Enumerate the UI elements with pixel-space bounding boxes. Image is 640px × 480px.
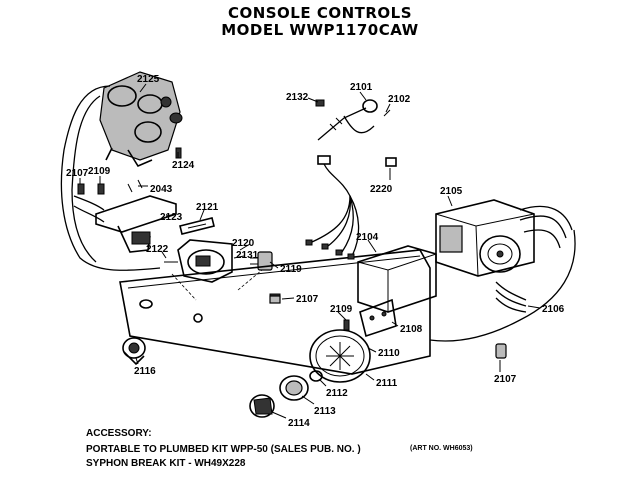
leader-lines [79,83,541,419]
knob-2114 [249,394,275,418]
part-label-2104: 2104 [356,232,379,243]
model-number: MODEL WWP1170CAW [221,21,419,39]
wire-harness-2101 [317,107,367,141]
part-label-2109: 2109 [88,166,111,177]
spade-terminal [77,183,85,195]
skirt-2112 [309,370,323,382]
kit-portable-to-plumbed: PORTABLE TO PLUMBED KIT WPP-50 (SALES PU… [86,444,361,455]
wire-harness-2220 [305,155,397,260]
part-label-2122: 2122 [146,244,169,255]
part-label-2106: 2106 [542,304,565,315]
part-label-2131: 2131 [236,250,259,261]
accessory-heading: ACCESSORY: [86,428,152,439]
part-label-2132: 2132 [286,92,309,103]
dial-opening [309,329,371,383]
part-label-2107-right: 2107 [494,374,517,385]
panel-slot [139,299,153,309]
part-label-2119: 2119 [280,264,302,275]
diagram-title: CONSOLE CONTROLS [227,4,413,22]
screw [343,319,350,331]
part-label-2107-mid: 2107 [296,294,319,305]
timer-cover [357,245,437,313]
part-label-2110: 2110 [378,348,400,359]
part-label-2107: 2107 [66,168,89,179]
part-label-2109-mid: 2109 [330,304,353,315]
connector-2107 [269,295,281,304]
part-label-2043: 2043 [150,184,173,195]
terminal-2132 [315,99,325,107]
timer-bracket [359,298,397,338]
part-label-2111: 2111 [376,378,398,389]
art-number: (ART NO. WH6053) [410,445,473,452]
wire-harness-left [60,85,161,271]
part-label-2101: 2101 [350,82,373,93]
part-label-2125: 2125 [137,74,160,85]
part-label-2113: 2113 [314,406,336,417]
part-label-2116: 2116 [134,366,156,377]
part-label-2105: 2105 [440,186,463,197]
connector-2107-right [495,343,507,359]
part-label-2120: 2120 [232,238,255,249]
small-bracket [179,217,215,235]
part-label-2121: 2121 [196,202,219,213]
part-label-2220: 2220 [370,184,393,195]
part-label-2112: 2112 [326,388,348,399]
spade-terminal [97,183,105,195]
timer-assembly [435,199,573,277]
part-label-2108: 2108 [400,324,423,335]
part-label-2114: 2114 [288,418,310,429]
part-label-2102: 2102 [388,94,411,105]
knob-2116 [122,337,146,366]
part-label-2124: 2124 [172,160,195,171]
panel-hole [193,313,203,323]
selector-switch [164,239,233,283]
part-label-2123: 2123 [160,212,183,223]
water-valve-assembly [99,71,183,168]
kit-syphon-break: SYPHON BREAK KIT - WH49X228 [86,458,246,469]
wire-harness-2106 [429,229,576,342]
dial-2113 [279,375,309,401]
